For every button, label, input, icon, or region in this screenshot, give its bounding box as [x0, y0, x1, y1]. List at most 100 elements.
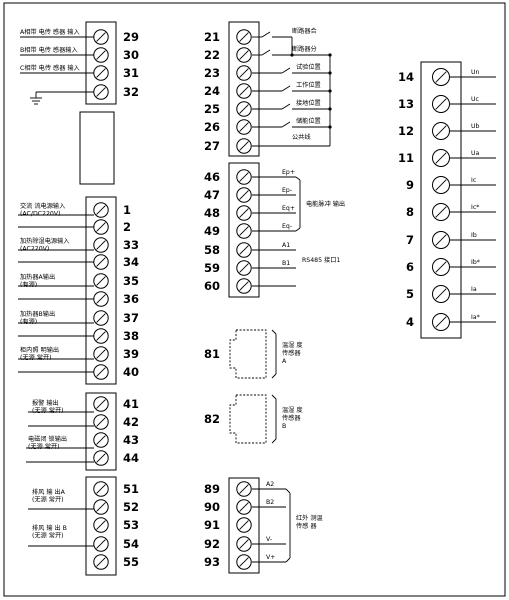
- measurement-label: Ib: [471, 232, 477, 239]
- terminal-number: 34: [123, 255, 139, 269]
- measurement-label: Uc: [471, 96, 480, 103]
- screw-slot: [435, 234, 447, 246]
- measurement-label: Ub: [471, 123, 480, 130]
- screw-slot: [96, 331, 106, 341]
- ir-wire-label: A2: [266, 481, 274, 488]
- brace: [271, 394, 277, 400]
- breaker-label: 工作位置: [296, 81, 321, 89]
- contact-icon: [261, 49, 271, 56]
- contact-icon: [261, 31, 271, 38]
- screw-slot: [239, 50, 249, 60]
- sensor-input-label: C相带 电传 感器 输入: [20, 64, 80, 72]
- spacer-block: [79, 111, 115, 185]
- screw-slot: [96, 453, 106, 463]
- screw-slot: [239, 104, 249, 114]
- screw-slot: [96, 435, 106, 445]
- screw-slot: [239, 539, 249, 549]
- screw-slot: [96, 557, 106, 567]
- lock-output-label: (无源 常开): [28, 443, 60, 451]
- terminal-number: 37: [123, 311, 139, 325]
- group-label: 柜内照 明输出: [20, 346, 59, 354]
- screw-slot: [435, 125, 447, 137]
- outer-frame: [3, 2, 506, 597]
- brace: [271, 329, 277, 335]
- group-label: 加热器B输出: [20, 310, 55, 318]
- rs485-label: RS485 接口1: [302, 256, 340, 264]
- terminal-block-51-55: [85, 476, 117, 576]
- measurement-label: Ib*: [471, 259, 480, 266]
- terminal-number: 39: [123, 347, 139, 361]
- breaker-label: 试验位置: [296, 63, 321, 71]
- screw-slot: [239, 520, 249, 530]
- terminal-number: 6: [406, 260, 414, 274]
- humidity-connector-a: [229, 329, 267, 379]
- terminal-number: 32: [123, 85, 139, 99]
- screw-slot: [435, 179, 447, 191]
- rs485-wire-label: A1: [282, 242, 290, 249]
- screw-slot: [96, 520, 106, 530]
- terminal-number: 60: [204, 279, 220, 293]
- terminal-number: 42: [123, 415, 139, 429]
- terminal-number: 55: [123, 555, 139, 569]
- humidity-sensor-b-label: 传感器: [282, 414, 301, 422]
- screw-slot: [239, 557, 249, 567]
- terminal-number: 13: [398, 97, 414, 111]
- humidity-sensor-a-label: 传感器: [282, 349, 301, 357]
- screw-slot: [96, 257, 106, 267]
- screw-slot: [96, 313, 106, 323]
- group-label: (AC/DC220V): [20, 211, 61, 218]
- humidity-sensor-b-label: 温湿 度: [282, 406, 303, 414]
- sensor-input-label: B相带 电传 感器输入: [20, 46, 78, 54]
- screw-slot: [239, 281, 249, 291]
- terminal-number: 58: [204, 243, 220, 257]
- junction-dot: [328, 71, 332, 75]
- screw-slot: [96, 294, 106, 304]
- brace: [295, 176, 301, 181]
- group-label: 加热除湿电源输入: [20, 237, 70, 245]
- screw-slot: [96, 417, 106, 427]
- group-label: (AC220V): [20, 246, 49, 253]
- fan-a-label: 排风 输 出A: [32, 488, 66, 496]
- junction-dot: [328, 125, 332, 129]
- terminal-block-21-27: [228, 21, 260, 157]
- terminal-block-1-40: [85, 196, 117, 385]
- humidity-connector-b: [229, 394, 267, 444]
- breaker-label: 断路器分: [292, 45, 317, 53]
- junction-dot: [328, 107, 332, 111]
- terminal-number: 91: [204, 518, 220, 532]
- brace: [271, 373, 277, 379]
- terminal-number: 53: [123, 518, 139, 532]
- terminal-number: 35: [123, 274, 139, 288]
- screw-slot: [435, 316, 447, 328]
- terminal-block-41-44: [85, 392, 117, 471]
- terminal-number: 31: [123, 66, 139, 80]
- brace: [295, 227, 301, 232]
- screw-slot: [435, 206, 447, 218]
- ir-wire-label: B2: [266, 499, 274, 506]
- measurement-label: Ic*: [471, 204, 479, 211]
- terminal-blocks: [79, 21, 462, 576]
- screw-slot: [435, 261, 447, 273]
- screw-slot: [96, 222, 106, 232]
- terminal-number: 11: [398, 151, 414, 165]
- terminal-number: 14: [398, 70, 414, 84]
- screw-slot: [96, 68, 106, 78]
- rs485-wire-label: B1: [282, 260, 290, 267]
- screw-slot: [239, 141, 249, 151]
- terminal-number: 90: [204, 500, 220, 514]
- humidity-sensor-b-label: B: [282, 423, 286, 430]
- infrared-sensor-label: 红外 测温: [296, 514, 323, 522]
- measurement-label: Ic: [471, 177, 477, 184]
- breaker-label: 公共线: [292, 133, 311, 141]
- screw-slot: [239, 32, 249, 42]
- terminal-number: 30: [123, 48, 139, 62]
- group-label: 加热器A输出: [20, 273, 55, 281]
- screw-slot: [239, 68, 249, 78]
- screw-slot: [96, 484, 106, 494]
- terminal-block-right: [420, 61, 462, 339]
- screw-slot: [96, 205, 106, 215]
- measurement-label: Un: [471, 69, 480, 76]
- screw-slot: [239, 172, 249, 182]
- ir-wire-label: V+: [266, 554, 275, 561]
